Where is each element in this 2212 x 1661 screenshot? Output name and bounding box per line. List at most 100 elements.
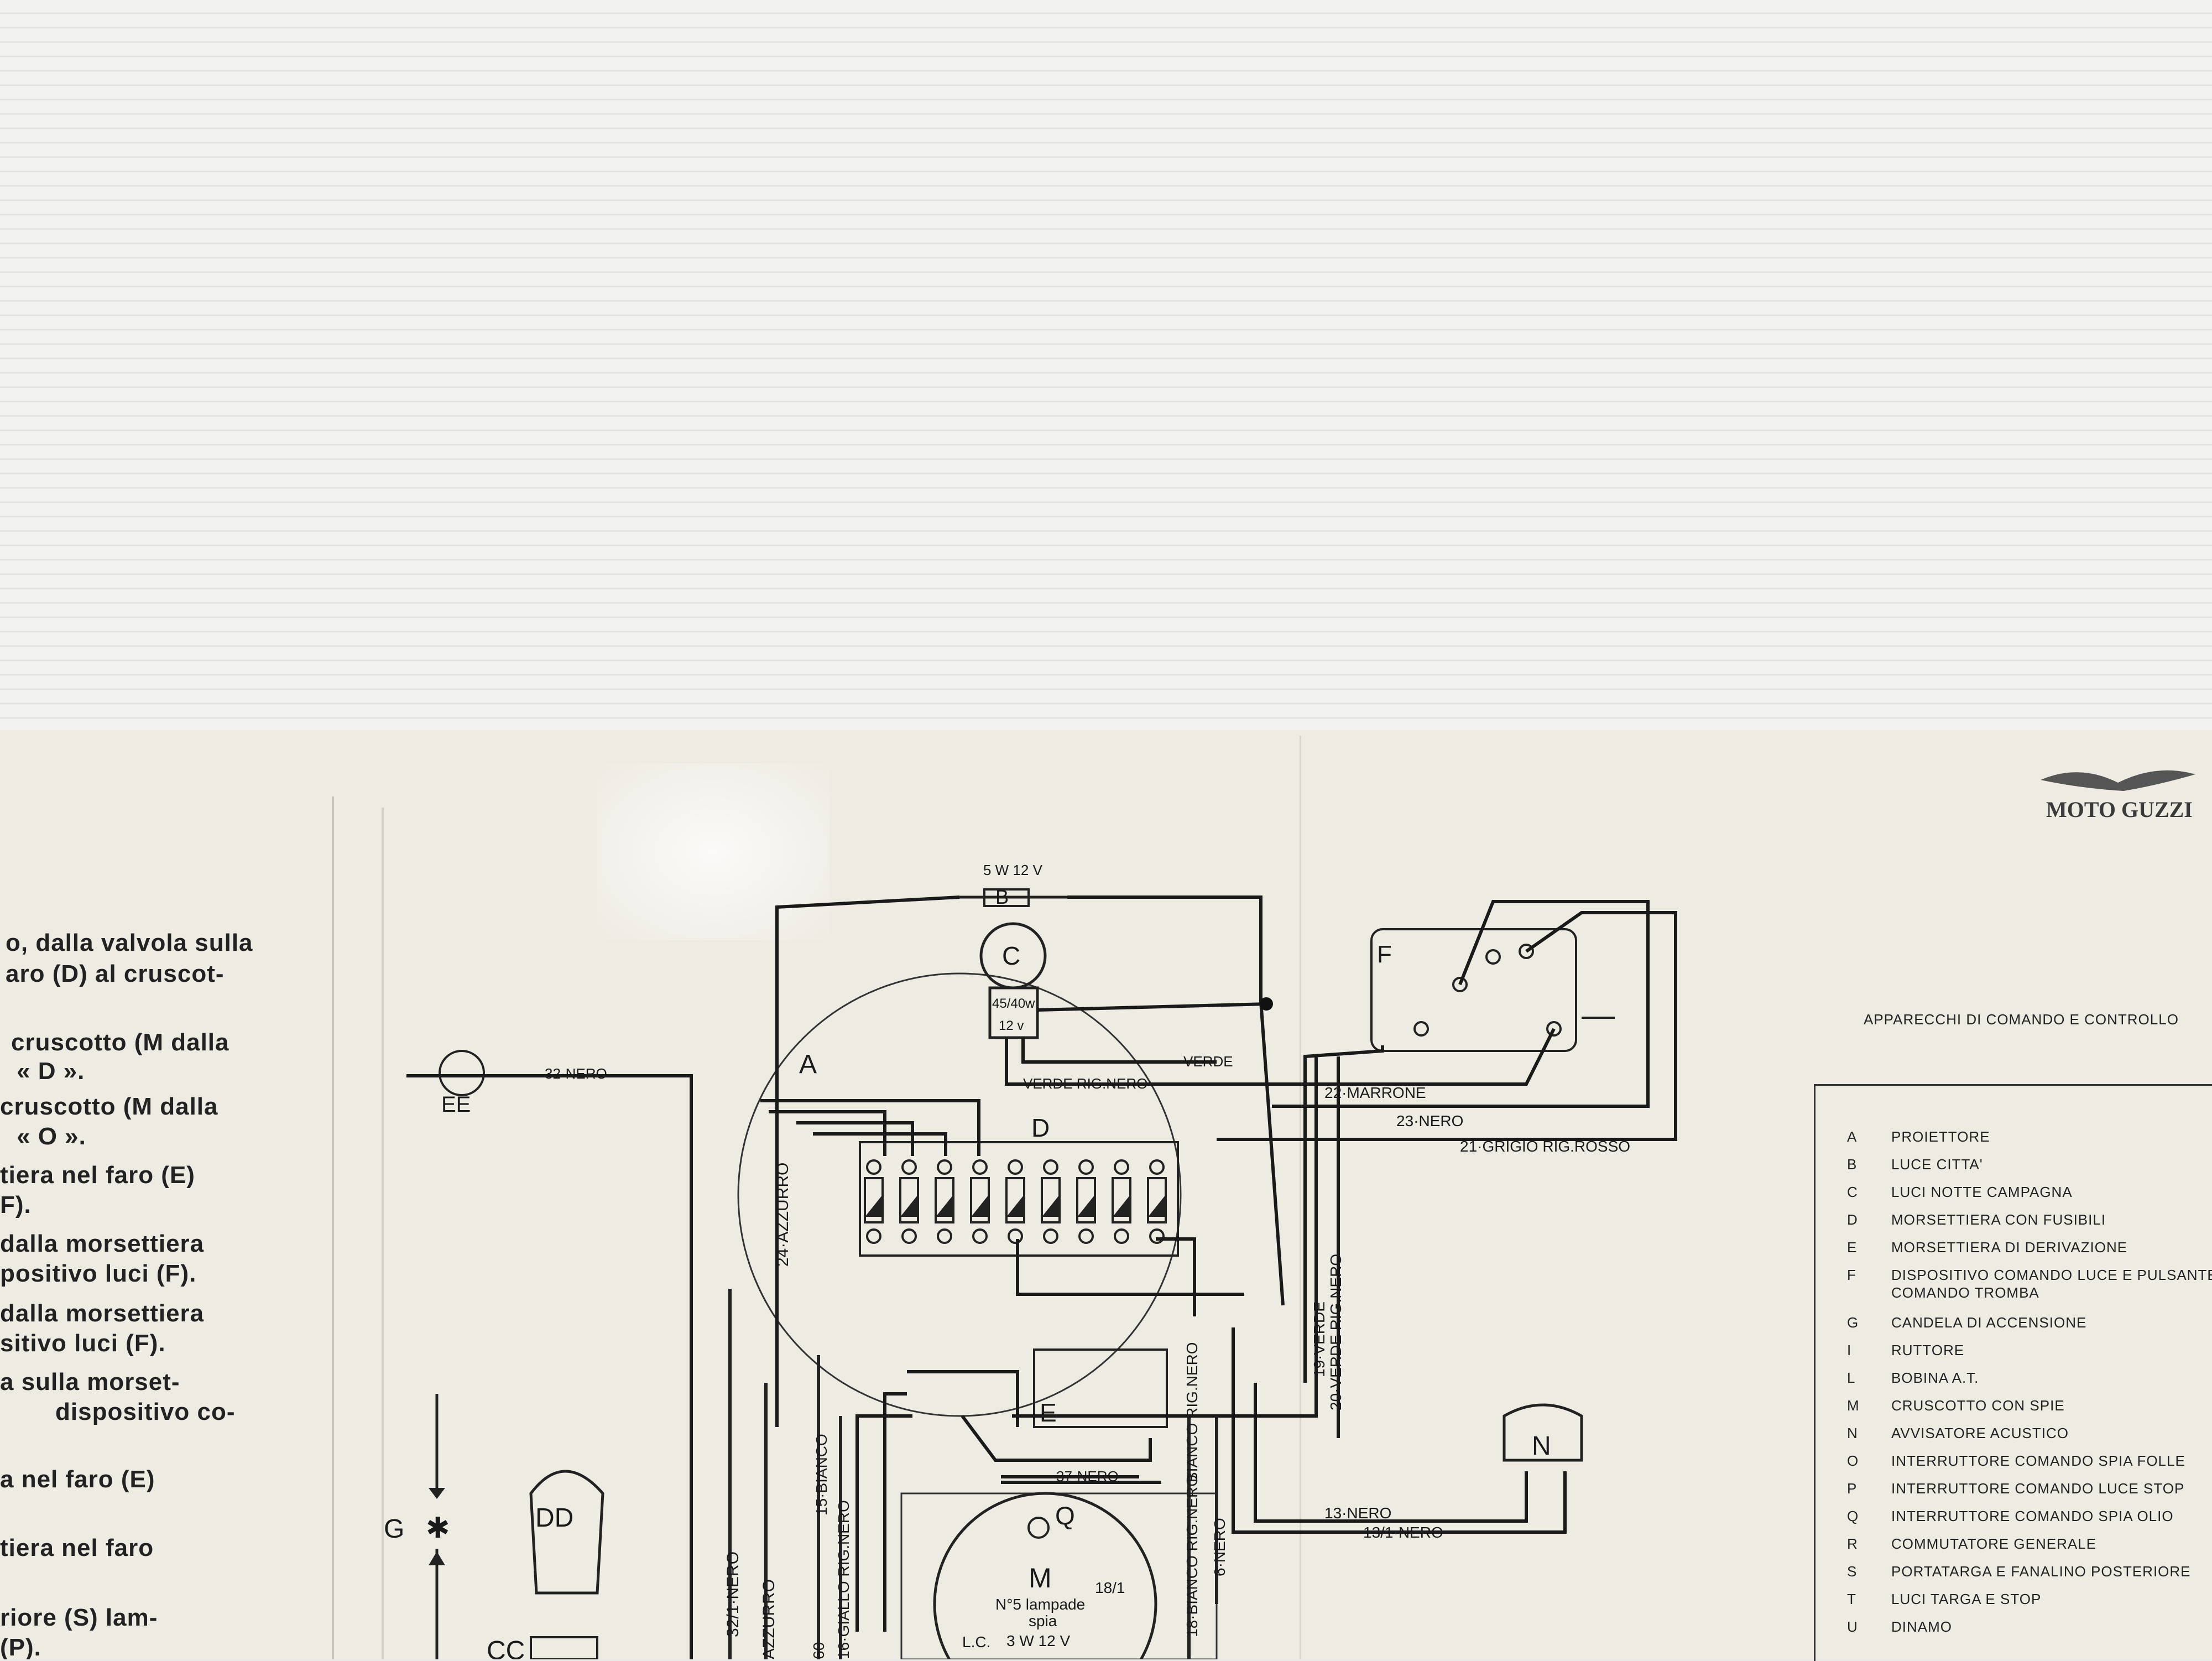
wire [1272,900,1650,1108]
legend-label: CANDELA DI ACCENSIONE [1891,1314,2087,1331]
legend-key: M [1847,1397,1860,1414]
text-line: dalla morsettiera [0,1230,205,1257]
wire [1005,1038,1194,1086]
wire [796,1121,914,1156]
terminal-icon [1452,977,1468,992]
bulb-b-spec: 5 W 12 V [983,862,1043,878]
fuse-terminal [1008,1228,1023,1244]
wire-label-15: 15·BIANCO [813,1434,830,1516]
wire-label-verde-rig-nero: VERDE RIG.NERO [1023,1075,1147,1092]
dash-spec-2: spia [1029,1612,1057,1629]
legend-label: DISPOSITIVO COMANDO LUCE E PULSANTE [1891,1267,2212,1283]
fuse-terminal [1149,1228,1165,1244]
legend-label: MORSETTIERA DI DERIVAZIONE [1891,1239,2128,1256]
legend-box [1814,1084,2212,1661]
legend-label: COMANDO TROMBA [1891,1284,2039,1301]
arrow-head-icon [429,1551,445,1565]
component-label-f: F [1377,941,1392,968]
legend-key: N [1847,1425,1858,1441]
legend-key: Q [1847,1508,1859,1524]
legend-label: AVVISATORE ACUSTICO [1891,1425,2069,1441]
legend-title: APPARECCHI DI COMANDO E CONTROLLO [1864,1011,2179,1028]
page-fold [1300,736,1301,1659]
fuse-element [1113,1195,1130,1217]
wire-label-18: 18·BIANCO RIG.NERO [1183,1475,1201,1637]
dash-lc: L.C. [962,1633,990,1650]
legend-key: L [1847,1370,1856,1386]
horn-n-icon [1503,1403,1583,1462]
legend-label: LUCI TARGA E STOP [1891,1591,2042,1607]
legend-label: MORSETTIERA CON FUSIBILI [1891,1211,2106,1228]
page-fold [382,808,384,1659]
wire-label-37: 37·NERO [1056,1468,1119,1485]
wire [1021,1038,1217,1064]
dashboard-m-icon [933,1492,1157,1659]
wire-label-22: 22·MARRONE [1324,1084,1426,1101]
bulb-c-watts: 45/40w [992,996,1035,1011]
wire-label-16: 16·GIALLO RIG.NERO [835,1500,852,1659]
wire-label-60: 60 [810,1642,827,1659]
component-label-c: C [1002,941,1020,970]
component-label-n: N [1532,1431,1551,1461]
legend-label: BOBINA A.T. [1891,1370,1979,1386]
text-line: aro (D) al cruscot- [6,960,225,987]
junction-dot [1260,997,1273,1011]
fuse-terminal [1114,1159,1129,1175]
wire [1037,1002,1267,1012]
fuse-element [900,1195,918,1217]
headlamp-outline [737,972,1182,1417]
wire-label-20: 20·VERDE RIG.NERO [1327,1254,1344,1410]
left-page-text: o, dalla valvola sulla aro (D) al crusco… [0,918,332,1659]
fuse-terminal [1078,1159,1094,1175]
fuse-terminal [866,1228,881,1244]
wire [1156,1237,1196,1316]
legend-key: A [1847,1128,1858,1145]
fuse-terminal [1043,1228,1058,1244]
fuse-terminal [972,1159,988,1175]
legend-label: LUCI NOTTE CAMPAGNA [1891,1184,2073,1200]
wire [961,1415,1152,1462]
text-line: dalla morsettiera [0,1300,205,1327]
legend-item: L BOBINA A.T. [1847,1370,1979,1387]
legend-label: CRUSCOTTO CON SPIE [1891,1397,2065,1414]
wire-label-13-1: 13/1·NERO [1363,1524,1443,1541]
wire [1016,1239,1244,1296]
text-line: a nel faro (E) [0,1466,155,1493]
component-label-q: Q [1055,1501,1075,1530]
wire [769,1110,886,1156]
text-line: cruscotto (M dalla [11,1029,229,1056]
fuse-terminal [901,1159,917,1175]
fuse-row [864,1159,1167,1244]
spark-icon: ✱ [426,1512,450,1544]
wire-label-azzurro: AZZURRO [760,1579,778,1659]
text-line: tiera nel faro [0,1534,154,1561]
wire [855,1414,912,1632]
fuse-element [936,1195,953,1217]
legend-key: B [1847,1156,1858,1173]
component-label-g: G [384,1514,404,1544]
legend-item: COMANDO TROMBA [1847,1284,2039,1301]
wire [1067,895,1285,1306]
component-label-dd: DD [535,1503,573,1533]
junction-block-e [1033,1348,1168,1428]
terminal-icon [1485,949,1501,965]
text-line: riore (S) lam- [0,1604,158,1631]
page-fold [332,796,334,1659]
fuse-element [1077,1195,1095,1217]
wire [406,1074,693,1659]
text-line: a sulla morset- [0,1368,180,1396]
legend-key: T [1847,1591,1856,1607]
legend-label: INTERRUTTORE COMANDO LUCE STOP [1891,1480,2185,1497]
component-label-cc: CC [487,1636,525,1659]
lamp-q-icon [1027,1517,1050,1539]
wire-label-24: 24·AZZURRO [774,1163,792,1267]
wire [1303,1045,1384,1383]
bulb-c-volts: 12 v [999,1018,1024,1033]
